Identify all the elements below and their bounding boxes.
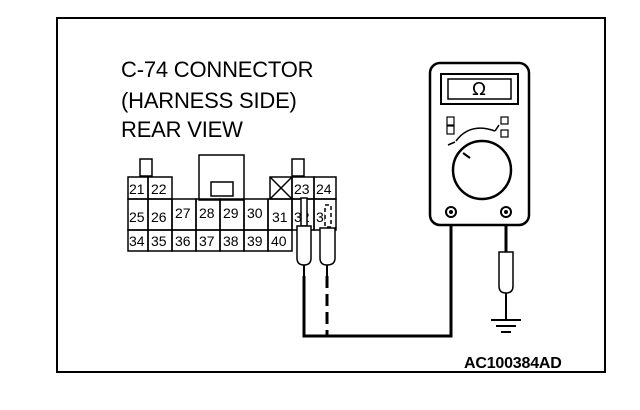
probe-pin-24 xyxy=(319,204,336,276)
pin-30: 30 xyxy=(247,205,263,221)
pin-28: 28 xyxy=(199,205,215,221)
pin-39: 39 xyxy=(247,233,263,249)
pin-35: 35 xyxy=(151,233,167,249)
diagram-frame xyxy=(56,17,606,373)
ohm-icon: Ω xyxy=(472,79,486,100)
pin-24: 24 xyxy=(316,181,332,197)
pin-40: 40 xyxy=(271,233,287,249)
probe-pin-23 xyxy=(296,197,312,276)
ground-probe xyxy=(498,251,514,320)
connector-tab-right xyxy=(291,158,305,177)
pin-36: 36 xyxy=(175,233,191,249)
connector-view: REAR VIEW xyxy=(121,117,243,142)
pin-labels: 21 22 23 24 25 26 27 28 29 30 31 32 33 3… xyxy=(129,181,332,249)
figure-code: AC100384AD xyxy=(464,355,562,372)
indicator-left-bottom xyxy=(446,125,455,135)
pin-29: 29 xyxy=(223,205,239,221)
indicator-right-bottom xyxy=(500,129,509,138)
pin-26: 26 xyxy=(151,209,167,225)
indicator-left-top xyxy=(446,116,455,126)
connector-title: C-74 CONNECTOR xyxy=(121,57,314,82)
connector-subtitle: (HARNESS SIDE) xyxy=(121,88,297,113)
pin-23: 23 xyxy=(294,181,310,197)
connector-tab-left xyxy=(139,158,153,177)
selector-dial xyxy=(451,139,513,201)
pin-31: 31 xyxy=(272,209,288,225)
connector-latch-window xyxy=(210,181,234,197)
pin-25: 25 xyxy=(129,209,145,225)
ohmmeter: Ω xyxy=(428,61,531,227)
ground-icon xyxy=(491,319,521,333)
lead-solid xyxy=(302,214,453,338)
pin-21: 21 xyxy=(129,181,145,197)
range-arc xyxy=(455,127,496,142)
pin-27: 27 xyxy=(175,205,191,221)
pin-22: 22 xyxy=(151,181,167,197)
pin-34: 34 xyxy=(129,233,145,249)
connector-latch xyxy=(198,154,245,201)
pin-38: 38 xyxy=(223,233,239,249)
pin-37: 37 xyxy=(199,233,215,249)
indicator-right-top xyxy=(500,116,509,125)
